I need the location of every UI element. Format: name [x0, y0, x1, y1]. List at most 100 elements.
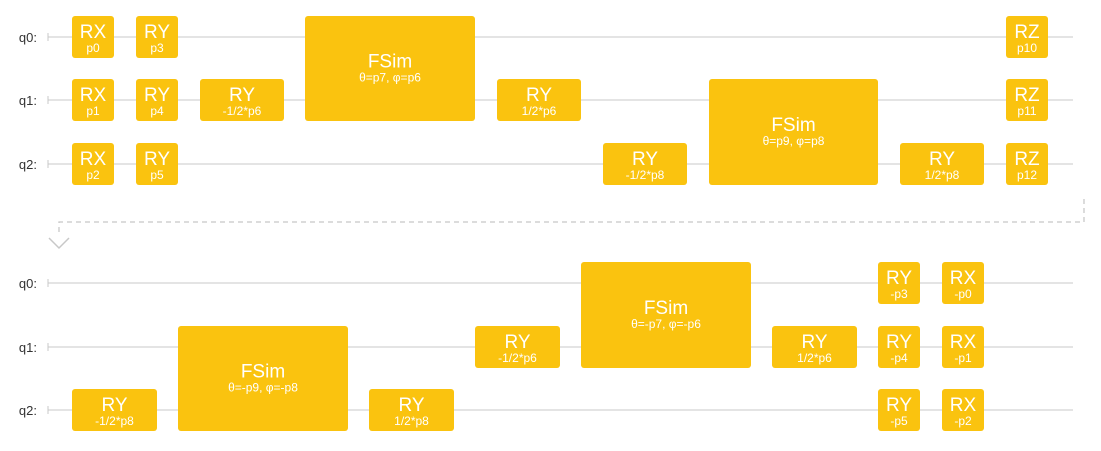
gate-name: RZ [1014, 22, 1040, 43]
gate-parameter: -1/2*p6 [498, 351, 537, 365]
gate-ry: RY-p4 [878, 326, 920, 368]
gate-name: RX [950, 332, 977, 353]
gate-box [136, 143, 178, 185]
gate-ry: RY-1/2*p6 [200, 79, 284, 121]
gate-name: FSim [241, 362, 285, 383]
gate-box [136, 16, 178, 58]
gate-ry: RY-1/2*p8 [72, 389, 157, 431]
gate-box [200, 79, 284, 121]
gate-ry: RY-1/2*p8 [603, 143, 687, 185]
gate-name: RX [80, 85, 107, 106]
gate-box [72, 389, 157, 431]
gate-parameter: θ=-p7, φ=-p6 [631, 317, 701, 331]
qubit-label: q0: [19, 30, 37, 45]
circuit-row-1: q0:q1:q2:RXp0RXp1RXp2RYp3RYp4RYp5RY-1/2*… [19, 16, 1073, 185]
gate-name: RX [950, 395, 977, 416]
gate-name: RY [101, 395, 127, 416]
gate-parameter: -p2 [954, 414, 972, 428]
gate-box [603, 143, 687, 185]
gate-parameter: p1 [86, 104, 100, 118]
gate-box [1006, 143, 1048, 185]
gate-box [1006, 16, 1048, 58]
gate-parameter: -1/2*p6 [223, 104, 262, 118]
gate-parameter: θ=-p9, φ=-p8 [228, 381, 298, 395]
qubit-label: q0: [19, 276, 37, 291]
gate-name: FSim [644, 298, 688, 319]
gate-parameter: p12 [1017, 168, 1037, 182]
gate-parameter: p11 [1017, 104, 1036, 118]
gate-name: RY [632, 149, 658, 170]
gate-name: FSim [771, 115, 815, 136]
gate-box [178, 326, 348, 431]
gate-ry: RY1/2*p6 [772, 326, 857, 368]
gate-parameter: 1/2*p8 [394, 414, 429, 428]
gate-parameter: -1/2*p8 [626, 168, 665, 182]
gate-name: RX [950, 268, 977, 289]
gate-rx: RX-p0 [942, 262, 984, 304]
gate-parameter: -p4 [890, 351, 908, 365]
gate-box [305, 16, 475, 121]
gate-box [136, 79, 178, 121]
wrap-dashed-line [58, 199, 1085, 236]
gate-parameter: θ=p7, φ=p6 [359, 71, 421, 85]
gate-box [942, 262, 984, 304]
gate-box [942, 326, 984, 368]
gate-parameter: 1/2*p8 [925, 168, 960, 182]
gate-parameter: p5 [150, 168, 164, 182]
gate-box [72, 16, 114, 58]
gate-name: RY [144, 85, 170, 106]
gate-parameter: -1/2*p8 [95, 414, 134, 428]
gate-box [878, 262, 920, 304]
gate-parameter: p3 [150, 41, 164, 55]
gate-name: RY [801, 332, 827, 353]
gate-ry: RY1/2*p8 [369, 389, 454, 431]
qubit-label: q2: [19, 403, 37, 418]
gate-parameter: p2 [86, 168, 100, 182]
gate-box [772, 326, 857, 368]
gate-parameter: -p3 [890, 287, 908, 301]
gate-name: RY [229, 85, 255, 106]
gate-parameter: p0 [86, 41, 100, 55]
gate-ry: RY-p3 [878, 262, 920, 304]
chevron-down-icon [48, 237, 70, 250]
gate-parameter: 1/2*p6 [522, 104, 557, 118]
qubit-label: q1: [19, 93, 37, 108]
gate-box [900, 143, 984, 185]
gate-parameter: -p5 [890, 414, 908, 428]
gate-parameter: -p1 [954, 351, 972, 365]
qubit-label: q2: [19, 157, 37, 172]
gate-box [72, 79, 114, 121]
gate-box [497, 79, 581, 121]
gate-name: FSim [368, 52, 412, 73]
gate-ry: RY-p5 [878, 389, 920, 431]
gate-name: RY [886, 332, 912, 353]
gate-name: RX [80, 149, 107, 170]
gate-box [942, 389, 984, 431]
gate-box [475, 326, 560, 368]
gate-ry: RY1/2*p8 [900, 143, 984, 185]
gate-ry: RY1/2*p6 [497, 79, 581, 121]
gate-name: RY [886, 395, 912, 416]
gate-parameter: p10 [1017, 41, 1037, 55]
gate-box [709, 79, 878, 185]
gate-box [581, 262, 751, 368]
gate-rx: RX-p1 [942, 326, 984, 368]
gate-parameter: 1/2*p6 [797, 351, 832, 365]
gate-box [1006, 79, 1048, 121]
gate-name: RY [144, 149, 170, 170]
gate-name: RY [398, 395, 424, 416]
